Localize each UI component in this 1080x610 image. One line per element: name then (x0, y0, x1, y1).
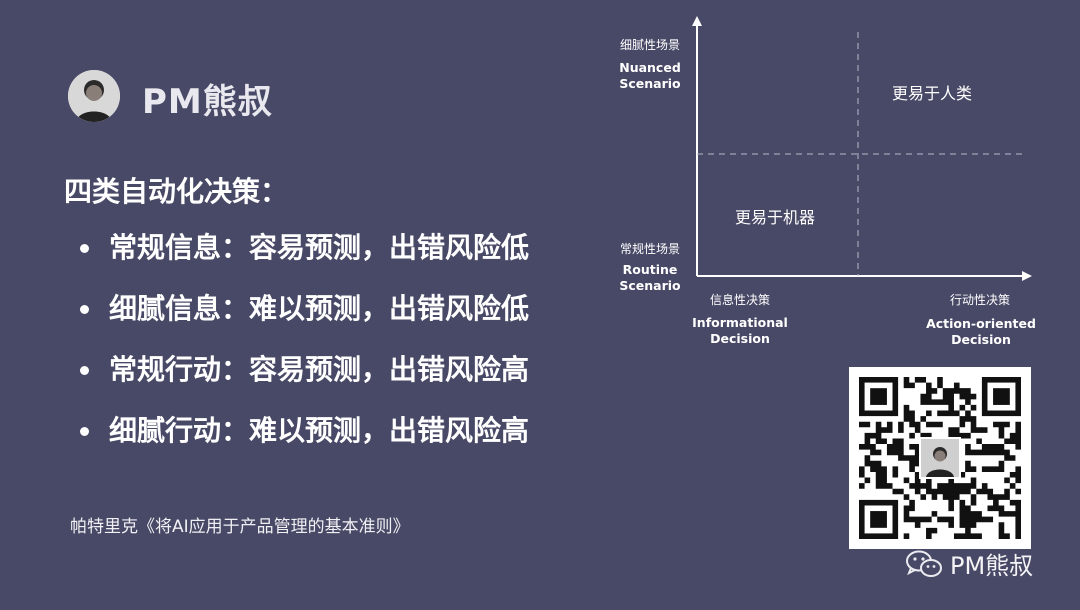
diagram-axes (692, 16, 1032, 281)
qr-finder (859, 499, 899, 539)
x-right-label-en: Action-oriented Decision (925, 316, 1037, 348)
x-left-label-en: Informational Decision (690, 315, 790, 347)
bullet-list: 常规信息：容易预测，出错风险低 细腻信息：难以预测，出错风险低 常规行动：容易预… (80, 226, 529, 470)
bullet-icon (80, 244, 89, 253)
list-item-text: 细腻行动：难以预测，出错风险高 (109, 414, 530, 447)
y-bottom-label-en-line2: Scenario (619, 278, 681, 293)
qr-center-avatar (919, 437, 961, 479)
wechat-icon (906, 550, 942, 577)
brand-name: PM熊叔 (142, 82, 273, 122)
watermark-name: PM熊叔 (950, 552, 1034, 580)
x-axis-arrow (1022, 271, 1032, 281)
x-left-label-en-line2: Decision (710, 331, 770, 346)
list-item-text: 常规行动：容易预测，出错风险高 (109, 353, 530, 386)
x-right-label-cn: 行动性决策 (949, 293, 1010, 307)
y-bottom-label-en: Routine Scenario (610, 262, 690, 294)
list-item: 细腻行动：难以预测，出错风险高 (80, 409, 529, 470)
x-left-label-en-line1: Informational (692, 315, 788, 330)
person-avatar-icon (921, 439, 959, 477)
y-bottom-label-cn: 常规性场景 (619, 242, 680, 256)
list-item: 细腻信息：难以预测，出错风险低 (80, 287, 529, 348)
bullet-icon (80, 427, 89, 436)
quadrant-top-right-label: 更易于人类 (892, 84, 973, 103)
qr-pattern (859, 377, 1021, 539)
list-item: 常规信息：容易预测，出错风险低 (80, 226, 529, 287)
wechat-watermark: PM熊叔 (904, 546, 1033, 581)
list-item-text: 常规信息：容易预测，出错风险低 (109, 231, 530, 264)
list-item: 常规行动：容易预测，出错风险高 (80, 348, 529, 409)
quadrant-bottom-left-label: 更易于机器 (735, 208, 816, 227)
x-right-label-en-line2: Decision (951, 332, 1011, 347)
person-avatar-icon (68, 70, 120, 122)
y-bottom-label-en-line1: Routine (622, 262, 678, 277)
qr-finder (859, 377, 899, 417)
avatar (68, 70, 120, 122)
x-left-label-cn: 信息性决策 (709, 293, 770, 307)
bullet-icon (80, 305, 89, 314)
y-top-label-en: Nuanced Scenario (610, 60, 690, 92)
qr-finder (981, 377, 1021, 417)
y-top-label-en-line2: Scenario (619, 76, 681, 91)
quadrant-diagram: 细腻性场景 Nuanced Scenario 常规性场景 Routine Sce… (600, 10, 1070, 360)
page-title: 四类自动化决策： (64, 175, 289, 208)
qr-code (849, 367, 1031, 549)
x-right-label-en-line1: Action-oriented (926, 316, 1036, 331)
y-top-label-en-line1: Nuanced (619, 60, 681, 75)
list-item-text: 细腻信息：难以预测，出错风险低 (109, 292, 530, 325)
y-axis-arrow (692, 16, 702, 26)
y-top-label-cn: 细腻性场景 (619, 38, 680, 52)
bullet-icon (80, 366, 89, 375)
source-citation: 帕特里克《将AI应用于产品管理的基本准则》 (70, 517, 410, 537)
